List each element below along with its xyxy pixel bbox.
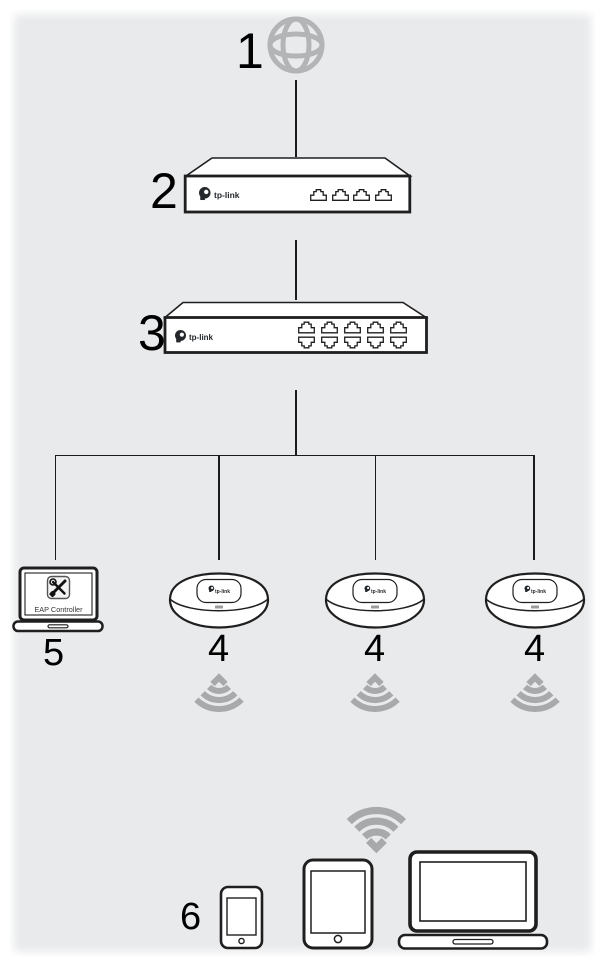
router-brand-logo: tp-link (199, 187, 240, 201)
wifi-signal-ap3-icon (503, 673, 567, 731)
junction-bus-line (55, 454, 534, 456)
switch-device: tp-link (162, 301, 429, 354)
diagram-background (10, 10, 595, 956)
link-router-switch (295, 240, 297, 300)
svg-text:tp-link: tp-link (189, 333, 214, 342)
wifi-signal-ap1-icon (187, 673, 251, 731)
access-point-1: tp-link (166, 571, 272, 631)
access-point-2: tp-link (322, 571, 428, 631)
link-internet-router (295, 80, 297, 157)
label-controller: 5 (43, 632, 65, 674)
link-to-ap3 (533, 455, 535, 560)
label-ap1: 4 (208, 628, 230, 670)
controller-screen-text: EAP Controller (34, 605, 83, 614)
label-ap3: 4 (524, 628, 546, 670)
label-router: 2 (150, 163, 178, 219)
svg-text:tp-link: tp-link (214, 190, 240, 200)
label-switch: 3 (138, 305, 166, 361)
label-ap2: 4 (364, 628, 386, 670)
link-to-ap2 (374, 455, 376, 560)
wifi-signal-clients-icon (338, 784, 416, 852)
internet-globe-icon (267, 16, 325, 74)
tools-icon (46, 575, 71, 600)
link-to-controller (54, 455, 56, 560)
label-clients: 6 (180, 896, 202, 938)
router-device: tp-link (183, 157, 413, 214)
svg-text:tp-link: tp-link (371, 589, 386, 595)
label-internet: 1 (236, 23, 264, 79)
client-tablet-icon (302, 858, 374, 950)
switch-brand-logo: tp-link (175, 330, 214, 343)
svg-text:tp-link: tp-link (531, 589, 546, 595)
access-point-3: tp-link (482, 571, 588, 631)
client-phone-icon (219, 885, 264, 950)
svg-text:tp-link: tp-link (215, 589, 230, 595)
controller-laptop: EAP Controller (12, 566, 104, 633)
link-switch-junction (295, 390, 297, 455)
link-to-ap1 (218, 455, 220, 560)
wifi-signal-ap2-icon (343, 673, 407, 731)
client-laptop-icon (397, 850, 549, 950)
